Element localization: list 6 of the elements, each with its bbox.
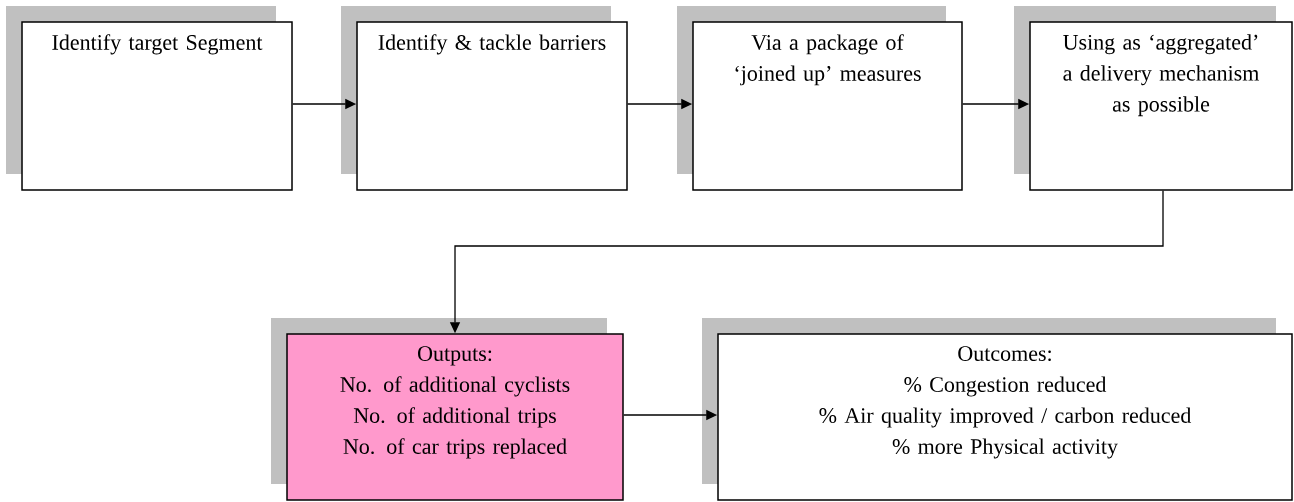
process-box: Using as ‘aggregated’ a delivery mechanism as possible	[1014, 6, 1293, 191]
process-box: Identify target Segment	[6, 6, 293, 191]
process-box: Outcomes: % Congestion reduced % Air quality improved / carbon reduced % more Physical activity	[702, 318, 1293, 501]
process-box: Identify & tackle barriers	[341, 6, 628, 191]
process-box: Outputs: No. of additional cyclists No. of additional trips No. of car trips replaced	[271, 318, 624, 501]
process-box: Via a package of ‘joined up’ measures	[677, 6, 963, 191]
